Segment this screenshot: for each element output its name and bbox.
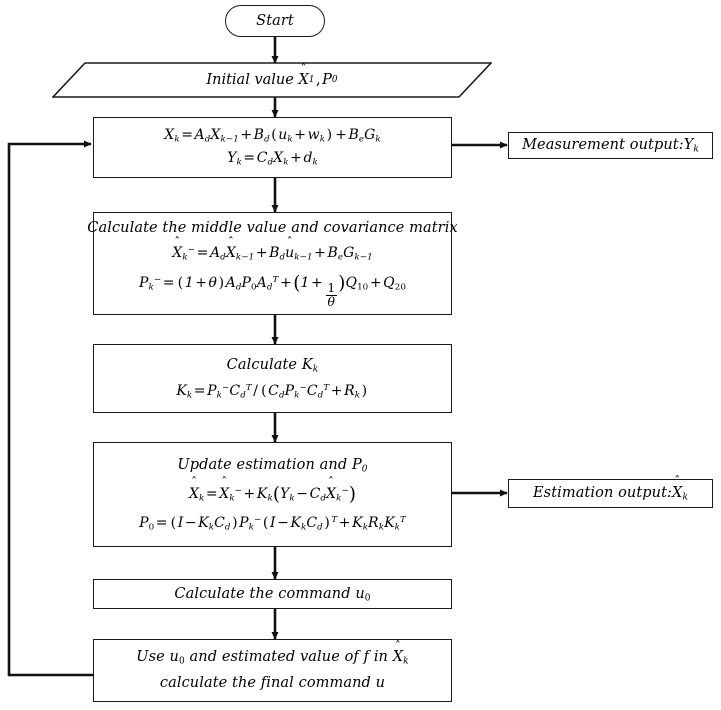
node-command[interactable]: Calculate the command u0 (93, 579, 452, 609)
system-model-equation-2: Yk=CdXk+dk (227, 150, 318, 168)
update-equation-2: P0=(I−KkCd)Pk−(I−KkCd)T+KkRkKkT (139, 514, 406, 533)
update-title: Update estimation and P0 (177, 457, 368, 475)
node-start[interactable]: Start (225, 5, 325, 37)
final-command-line-2: calculate the final command u (159, 675, 386, 691)
node-measurement-output[interactable]: Measurement output:Yk (508, 132, 713, 159)
predict-title: Calculate the middle value and covarianc… (87, 219, 458, 236)
parallelogram-shape (52, 62, 492, 98)
edge-feedback-loop (7, 140, 93, 677)
system-model-equation-1: Xk=AdXk−1+Bd(uk+wk)+BeGk (164, 127, 381, 145)
command-label: Calculate the command u0 (174, 585, 371, 604)
node-predict[interactable]: Calculate the middle value and covarianc… (87, 212, 458, 315)
node-system-model[interactable]: Xk=AdXk−1+Bd(uk+wk)+BeGk Yk=CdXk+dk (93, 117, 452, 178)
gain-equation-1: Kk=Pk−CdT/(CdPk−CdT+Rk) (176, 382, 368, 401)
gain-title: Calculate Kk (226, 357, 319, 375)
node-gain[interactable]: Calculate Kk Kk=Pk−CdT/(CdPk−CdT+Rk) (93, 344, 452, 413)
initial-value-text: Initial value (206, 72, 294, 88)
node-start-label: Start (256, 12, 294, 29)
measurement-output-label: Measurement output:Yk (522, 137, 699, 155)
